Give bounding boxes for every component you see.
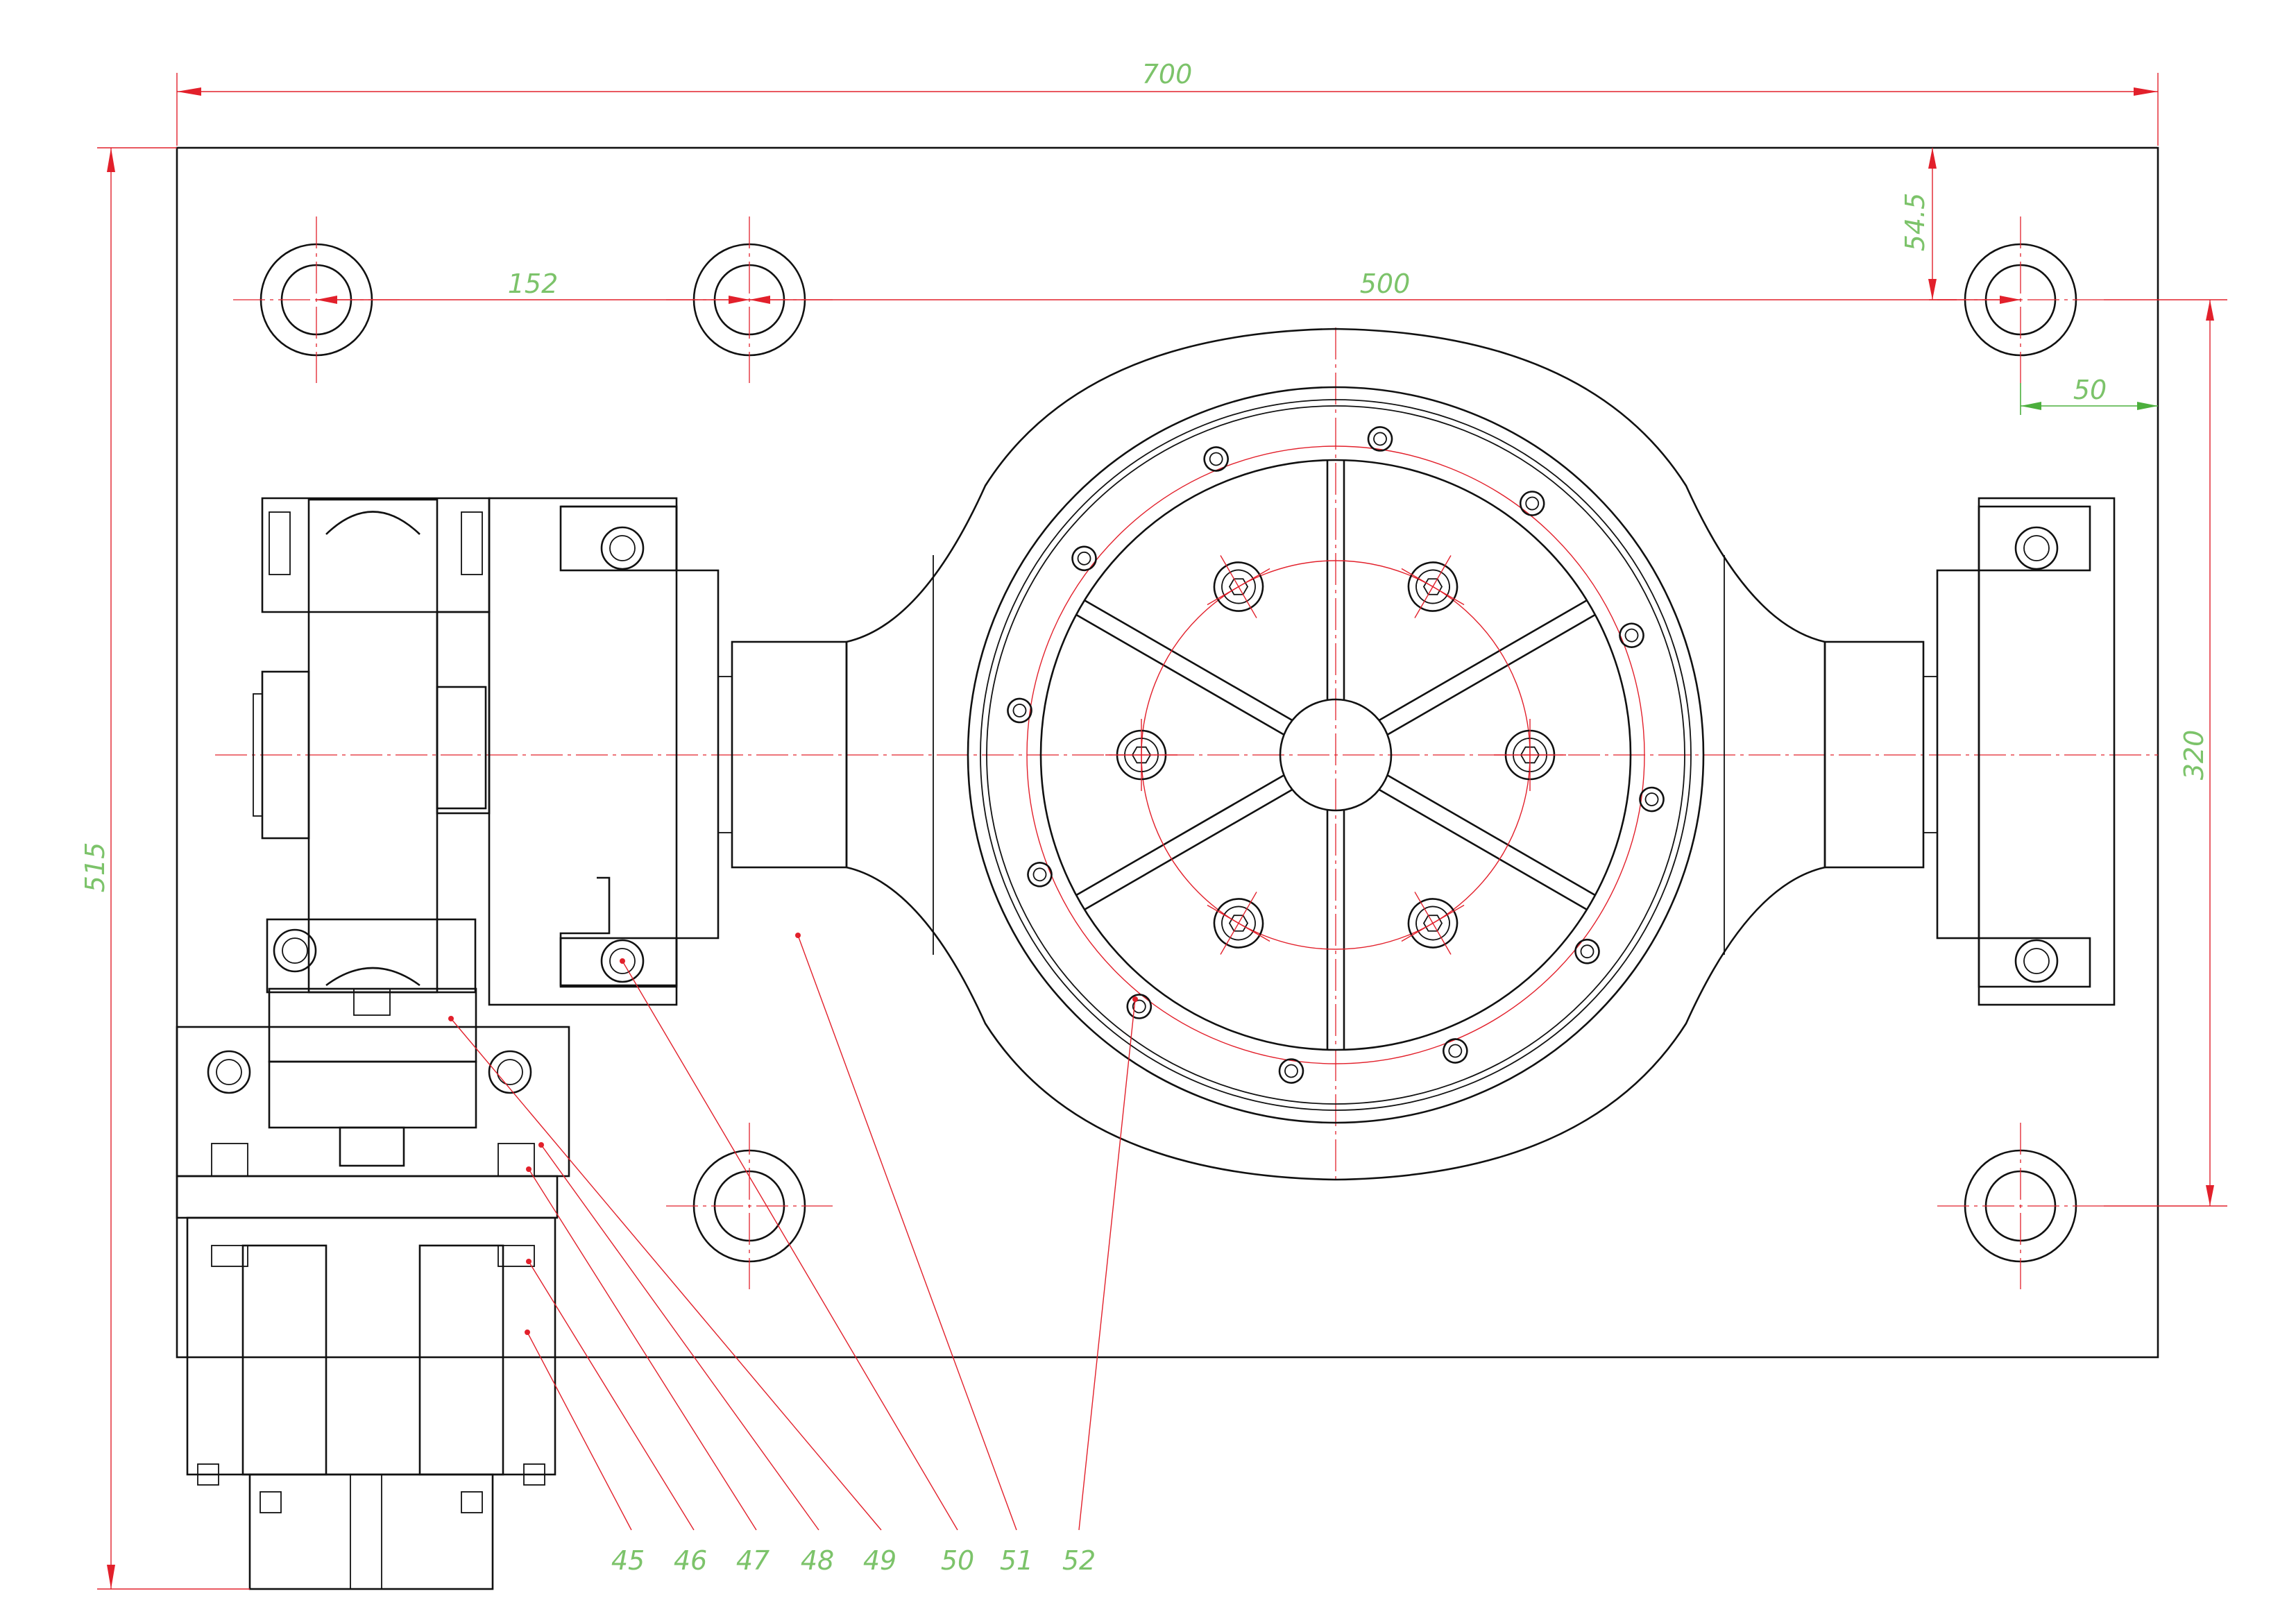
rotary-table-housing	[717, 328, 1938, 1181]
lower-motor-assembly	[176, 987, 570, 1590]
dimension-lines	[97, 73, 2227, 1590]
dim-vertical-spacing: 320	[2179, 730, 2209, 781]
balloon-label: 50	[941, 1545, 974, 1576]
balloon-labels: 45 46 47 48 49 50 51 52	[611, 1545, 1096, 1576]
right-bearing-block	[1936, 497, 2116, 1006]
balloon-label: 47	[736, 1545, 769, 1576]
drive-wheel-assembly	[253, 497, 491, 994]
base-plate	[176, 146, 2159, 1359]
dim-hole-spacing-main: 500	[1360, 269, 1411, 299]
balloon-label: 49	[863, 1545, 896, 1576]
balloon-label: 46	[674, 1545, 707, 1576]
balloon-label: 51	[1000, 1545, 1033, 1576]
balloon-label: 52	[1062, 1545, 1096, 1576]
left-bearing-block	[488, 497, 720, 1006]
dim-right-offset: 50	[2073, 375, 2107, 405]
mounting-holes	[233, 216, 2104, 1289]
turntable	[967, 386, 1705, 1124]
t-slots	[1075, 460, 1596, 1050]
dim-total-height: 515	[80, 842, 110, 893]
balloon-label: 48	[801, 1545, 834, 1576]
balloon-label: 45	[611, 1545, 645, 1576]
leader-lines	[448, 933, 1138, 1531]
outer-ring-screws	[1007, 426, 1665, 1084]
mounting-hole	[666, 1123, 833, 1289]
dim-hole-spacing-left: 152	[508, 269, 559, 299]
inner-bolt-circle	[1105, 555, 1566, 955]
dim-total-width: 700	[1142, 59, 1193, 90]
dim-top-offset: 54.5	[1900, 193, 1930, 252]
mounting-hole	[1937, 1123, 2104, 1289]
